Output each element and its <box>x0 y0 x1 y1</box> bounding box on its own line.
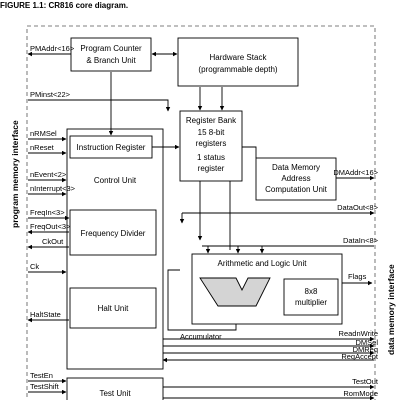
testout-label: TestOut <box>352 377 379 386</box>
regbank-to-dmac <box>242 146 257 158</box>
pmaddr-label: PMAddr<16> <box>30 44 75 53</box>
program-counter-label-1: Program Counter <box>80 44 142 53</box>
data-memory-interface-label: data memory interface <box>386 264 396 355</box>
rommode-label: RomMode <box>343 389 378 398</box>
dataout-label: DataOut<8> <box>337 203 378 212</box>
ckout-label: CkOut <box>42 237 64 246</box>
halt-unit-block: Halt Unit <box>69 287 157 329</box>
test-unit-label: Test Unit <box>99 389 131 398</box>
register-bank-block: Register Bank 15 8-bit registers 1 statu… <box>179 110 243 182</box>
register-bank-label-2: 15 8-bit <box>198 128 225 137</box>
program-counter-label-2: & Branch Unit <box>86 56 136 65</box>
dmac-label-3: Computation Unit <box>265 185 328 194</box>
nrmsel-label: nRMSel <box>30 129 57 138</box>
multiplier-label-2: multiplier <box>295 298 327 307</box>
ninterrupt-label: nInterrupt<3> <box>30 184 76 193</box>
frequency-divider-block: Frequency Divider <box>69 209 157 256</box>
multiplier-label-1: 8x8 <box>305 287 318 296</box>
register-bank-label-1: Register Bank <box>186 116 237 125</box>
hardware-stack-label-1: Hardware Stack <box>210 53 268 62</box>
dmac-label-2: Address <box>281 174 310 183</box>
instruction-register-label: Instruction Register <box>77 143 146 152</box>
halt-unit-label: Halt Unit <box>98 304 129 313</box>
accumulator-label: Accumulator <box>180 332 222 341</box>
flags-label: Flags <box>348 272 367 281</box>
program-counter-block: Program Counter & Branch Unit <box>70 37 152 72</box>
test-unit-block: Test Unit <box>66 377 164 400</box>
dmac-label-1: Data Memory <box>272 163 320 172</box>
multiplier-block: 8x8 multiplier <box>283 278 339 316</box>
alu-shape <box>199 277 271 307</box>
control-unit-label: Control Unit <box>94 176 137 185</box>
pminst-label: PMinst<22> <box>30 90 71 99</box>
hardware-stack-label-2: (programmable depth) <box>198 65 277 74</box>
accumulator-line <box>167 269 237 331</box>
frequency-divider-label: Frequency Divider <box>81 229 146 238</box>
figure-title: FIGURE 1.1: CR816 core diagram. <box>0 1 129 10</box>
freqin-label: FreqIn<3> <box>30 208 65 217</box>
freqout-label: FreqOut<3> <box>30 222 71 231</box>
data-memory-address-block: Data Memory Address Computation Unit <box>255 157 337 201</box>
readnwrite-label: ReadnWrite <box>339 329 378 338</box>
dmsel-label: DMSel <box>355 338 378 347</box>
instruction-register-block: Instruction Register <box>69 135 153 159</box>
register-bank-label-3: registers <box>196 139 227 148</box>
dmreq-label: DMReq <box>353 345 378 354</box>
testshift-label: TestShift <box>30 382 60 391</box>
datain-label: DataIn<8> <box>343 236 379 245</box>
ck-label: Ck <box>30 262 39 271</box>
haltstate-label: HaltState <box>30 310 61 319</box>
regaccept-label: RegAccept <box>341 352 379 361</box>
nevent-label: nEvent<2> <box>30 170 67 179</box>
dmaddr-label: DMAddr<16> <box>333 168 378 177</box>
testen-label: TestEn <box>30 371 53 380</box>
pminst-line <box>28 99 171 112</box>
nreset-label: nReset <box>30 143 55 152</box>
program-memory-interface-label: program memory interface <box>10 120 20 228</box>
alu-label: Arithmetic and Logic Unit <box>218 259 308 268</box>
hardware-stack-block: Hardware Stack (programmable depth) <box>177 37 299 87</box>
register-bank-label-5: register <box>198 164 225 173</box>
register-bank-label-4: 1 status <box>197 153 225 162</box>
